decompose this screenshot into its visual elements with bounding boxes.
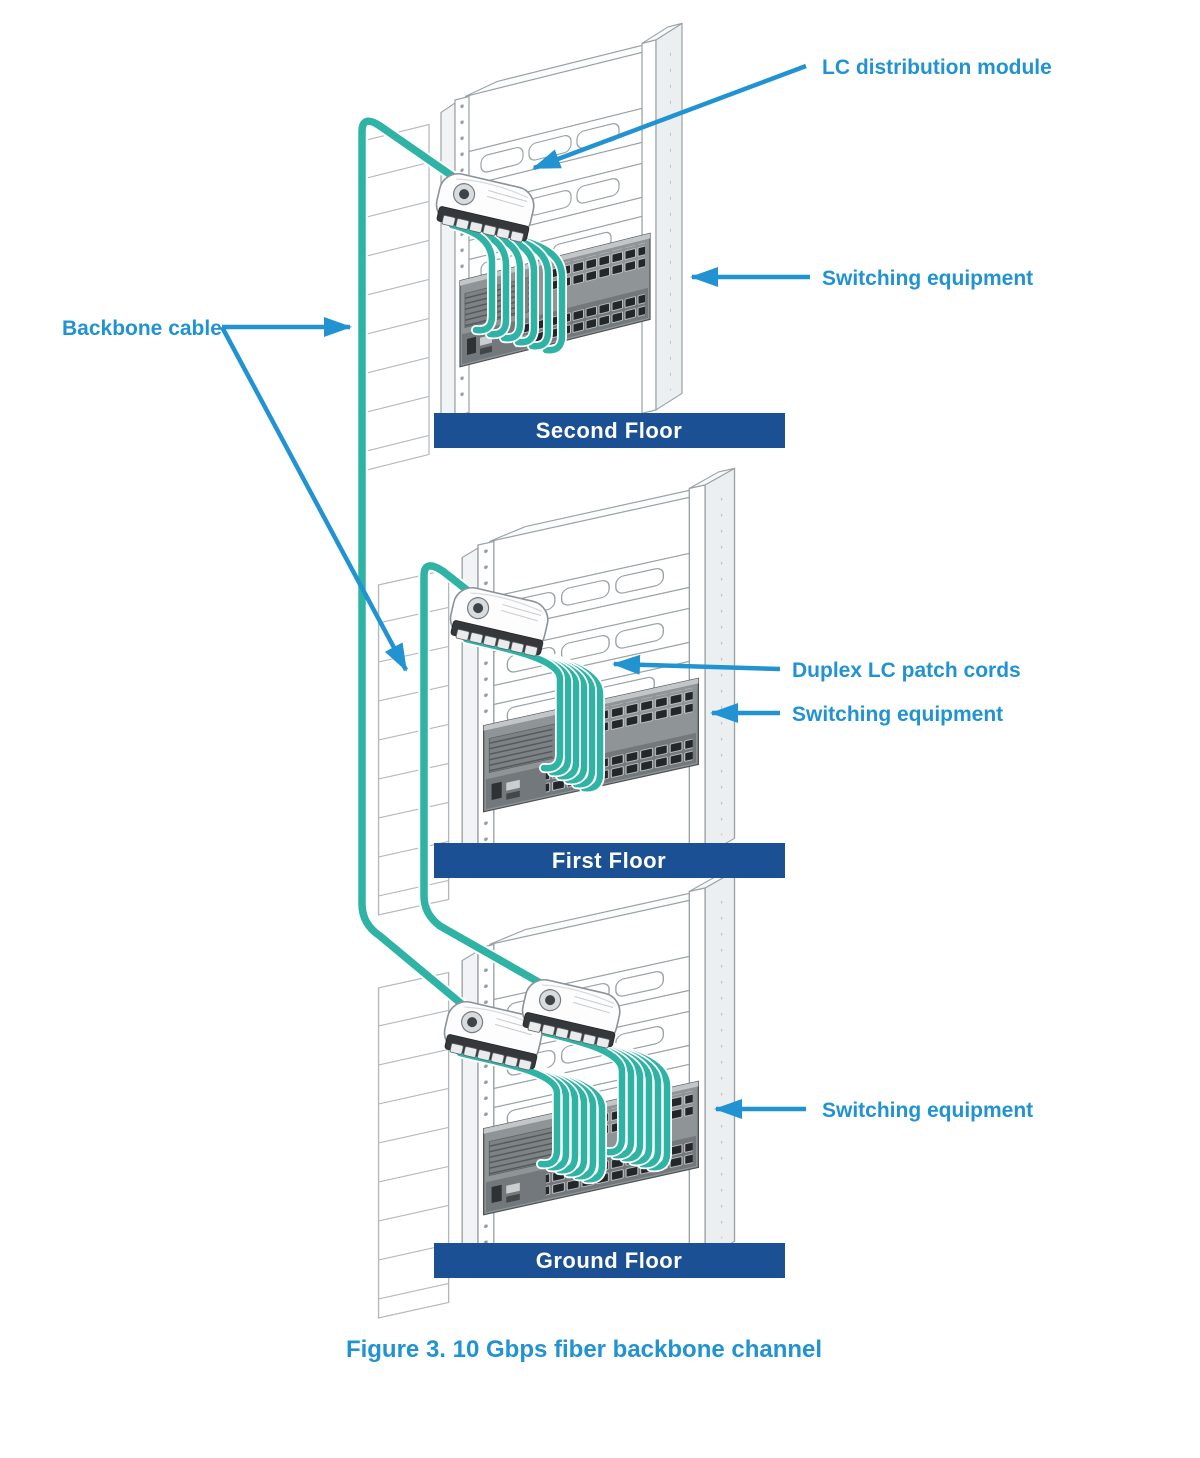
patch-cords-ground-floor-left xyxy=(455,1048,607,1185)
floor-banner-ground-label: Ground Floor xyxy=(536,1248,683,1273)
floor-banner-second-label: Second Floor xyxy=(536,418,683,443)
patch-cords-second-floor xyxy=(447,220,567,356)
floor-banner-second: Second Floor xyxy=(434,413,785,448)
patch-cords-ground-floor-right xyxy=(533,1026,672,1173)
floor-banner-first: First Floor xyxy=(434,843,785,878)
label-duplex-lc-patch-cords: Duplex LC patch cords xyxy=(792,659,1021,682)
label-backbone-cable: Backbone cable xyxy=(62,317,222,340)
backbone-cable-second-to-ground xyxy=(356,115,470,1012)
floor-banner-ground: Ground Floor xyxy=(434,1243,785,1278)
pointer-arrow-duplex xyxy=(612,654,781,675)
pointer-arrow-backbone-2 xyxy=(220,325,408,672)
pointer-arrow-lc-module xyxy=(532,63,807,171)
backbone-cable-first-to-ground xyxy=(418,560,548,990)
label-lc-distribution-module: LC distribution module xyxy=(822,56,1052,79)
label-switching-equipment-first: Switching equipment xyxy=(792,703,1003,726)
floor-banner-first-label: First Floor xyxy=(552,848,666,873)
label-switching-equipment-ground: Switching equipment xyxy=(822,1099,1033,1122)
label-switching-equipment-second: Switching equipment xyxy=(822,267,1033,290)
figure-caption: Figure 3. 10 Gbps fiber backbone channel xyxy=(346,1336,822,1363)
